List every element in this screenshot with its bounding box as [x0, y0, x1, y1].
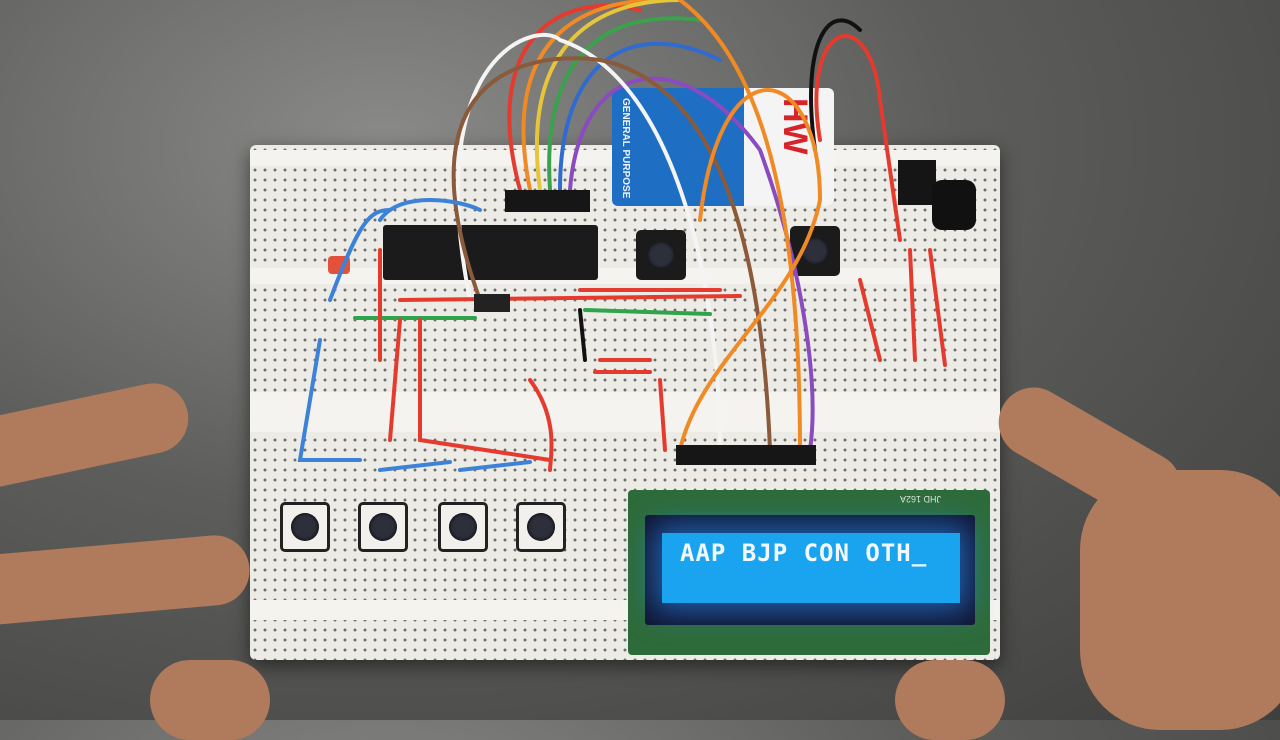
jumper-wires — [297, 0, 947, 472]
left-thumb — [150, 660, 270, 740]
push-button[interactable] — [790, 226, 840, 276]
capacitor — [932, 180, 976, 230]
microcontroller-chip — [383, 225, 598, 280]
battery-text: GENERAL PURPOSE — [620, 98, 631, 199]
lcd-screen: AAP BJP CON OTH_ — [662, 533, 960, 603]
vote-button-2[interactable] — [358, 502, 408, 552]
lcd-model-label: JHD 162A — [900, 494, 942, 504]
right-hand — [1080, 470, 1280, 730]
vote-button-4[interactable] — [516, 502, 566, 552]
right-thumb — [895, 660, 1005, 740]
voltage-regulator — [898, 160, 936, 205]
vote-button-3[interactable] — [438, 502, 488, 552]
vote-button-1[interactable] — [280, 502, 330, 552]
lcd-line-1: AAP BJP CON OTH_ — [680, 539, 928, 567]
breadboard-divider — [250, 392, 1000, 432]
push-button[interactable] — [636, 230, 686, 280]
